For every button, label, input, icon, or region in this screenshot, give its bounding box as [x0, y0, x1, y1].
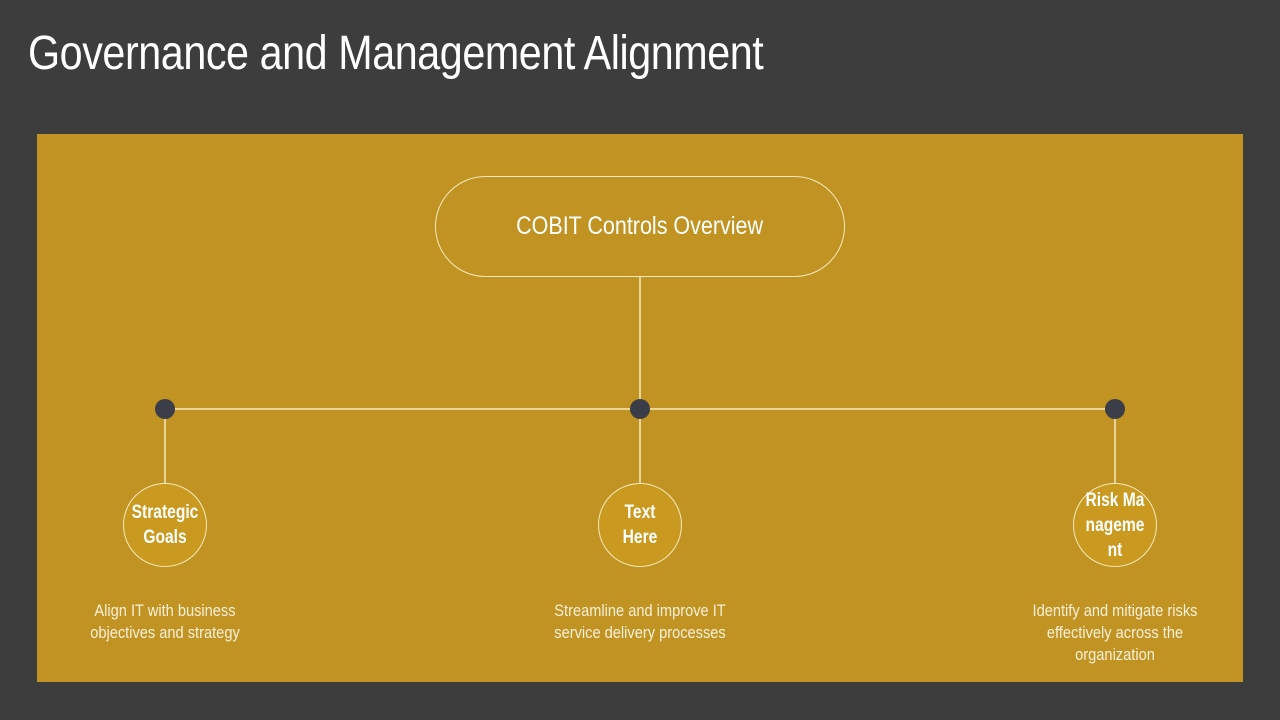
branch-node-label: Text Here — [622, 502, 658, 548]
junction-dot-2 — [630, 399, 650, 419]
junction-dot-3 — [1105, 399, 1125, 419]
branch-description-1: Align IT with business objectives and st… — [90, 601, 240, 642]
branch-description-2: Streamline and improve IT service delive… — [554, 601, 726, 642]
branch-node-strategic-goals: Strategic Goals — [123, 483, 207, 567]
branch-node-text-here: Text Here — [598, 483, 682, 567]
root-node: COBIT Controls Overview — [435, 176, 845, 277]
root-node-label: COBIT Controls Overview — [516, 212, 764, 240]
branch-node-label: Strategic Goals — [131, 502, 199, 548]
branch-node-label: Risk Management — [1085, 489, 1145, 561]
branch-description-3: Identify and mitigate risks effectively … — [1032, 601, 1198, 664]
branch-node-risk-management: Risk Management — [1073, 483, 1157, 567]
junction-dot-1 — [155, 399, 175, 419]
slide-title: Governance and Management Alignment — [28, 27, 764, 80]
